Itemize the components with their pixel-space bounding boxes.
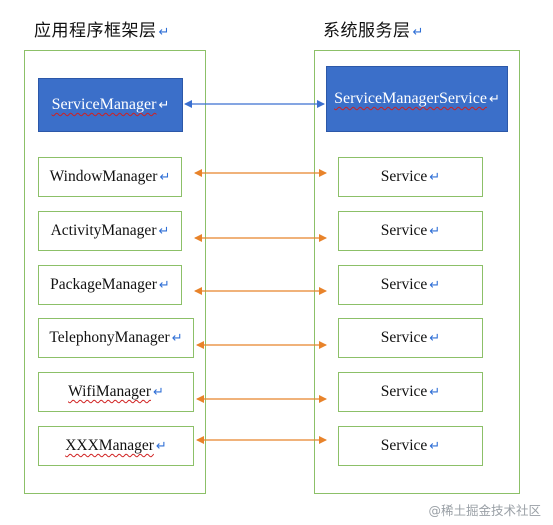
service-box-3: Service↵ — [338, 318, 483, 358]
service-box-4: Service↵ — [338, 372, 483, 412]
service-box-2: Service↵ — [338, 265, 483, 305]
manager-box-3: TelephonyManager↵ — [38, 318, 194, 358]
service-box-5: Service↵ — [338, 426, 483, 466]
manager-box-5: XXXManager↵ — [38, 426, 194, 466]
service-box-0: Service↵ — [338, 157, 483, 197]
service-manager-box: ServiceManager↵ — [38, 78, 183, 132]
framework-layer-title: 应用程序框架层↵ — [34, 21, 170, 41]
system-service-layer-title: 系统服务层↵ — [323, 21, 424, 41]
service-box-1: Service↵ — [338, 211, 483, 251]
manager-box-4: WifiManager↵ — [38, 372, 194, 412]
manager-box-1: ActivityManager↵ — [38, 211, 182, 251]
manager-box-2: PackageManager↵ — [38, 265, 182, 305]
system-service-layer-panel — [314, 50, 520, 494]
framework-layer-panel — [24, 50, 206, 494]
manager-box-0: WindowManager↵ — [38, 157, 182, 197]
watermark: @稀土掘金技术社区 — [428, 503, 541, 518]
service-manager-service-box: ServiceManagerService↵ — [326, 66, 508, 132]
